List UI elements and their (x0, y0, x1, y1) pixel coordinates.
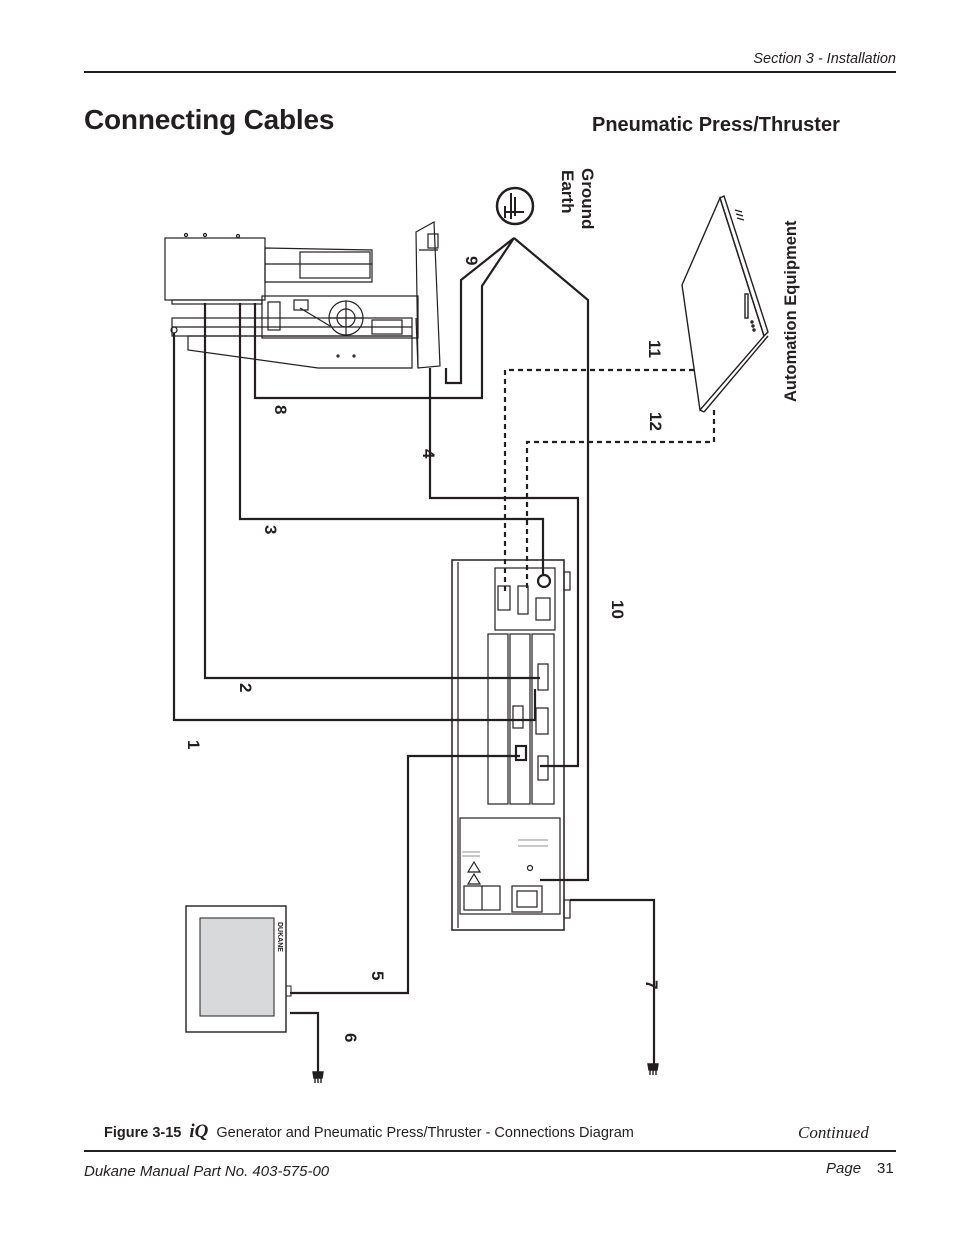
cable-label-5: 5 (368, 971, 387, 980)
plug-icon-generator (647, 1063, 659, 1075)
continued-label: Continued (798, 1123, 869, 1142)
header-rule (84, 71, 896, 73)
cable-2 (203, 303, 540, 680)
cable-label-8: 8 (271, 405, 290, 414)
plug-icon-monitor (312, 1071, 324, 1083)
earth-ground-icon (495, 186, 535, 226)
footer-page: Page 31 (826, 1160, 894, 1177)
cable-8 (253, 237, 515, 400)
footer-rule (84, 1150, 896, 1152)
cable-7 (570, 898, 656, 1064)
caption-text: Generator and Pneumatic Press/Thruster -… (216, 1125, 634, 1141)
cable-9 (444, 237, 515, 385)
diagram-subtitle: Pneumatic Press/Thruster (592, 114, 840, 136)
footer-page-number: 31 (877, 1160, 894, 1177)
cable-label-11: 11 (645, 340, 664, 358)
dashed-cables (503, 368, 716, 594)
cable-label-9: 9 (462, 256, 481, 265)
automation-equipment-label: Automation Equipment (782, 220, 800, 402)
figure-caption: Figure 3-15 iQ Generator and Pneumatic Pr… (104, 1121, 634, 1143)
pneumatic-press-drawing (164, 221, 441, 369)
generator-rear-panel (451, 559, 571, 931)
touchscreen-monitor (185, 905, 292, 1033)
footer-part-number: Dukane Manual Part No. 403-575-00 (84, 1163, 330, 1180)
footer-page-label: Page (826, 1160, 862, 1177)
cable-label-10: 10 (608, 600, 627, 619)
cable-label-3: 3 (261, 525, 280, 534)
automation-equipment-box (681, 195, 769, 413)
earth-ground-label-line1: Earth (558, 170, 577, 213)
cable-label-4: 4 (419, 449, 438, 459)
monitor-brand-label: DUKANE (276, 922, 283, 952)
cable-1 (172, 333, 537, 722)
cable-label-2: 2 (236, 683, 255, 692)
cable-label-12: 12 (646, 412, 665, 431)
cable-label-7: 7 (642, 980, 661, 989)
cable-11 (503, 368, 694, 594)
cable-label-6: 6 (341, 1033, 360, 1042)
section-label: Section 3 - Installation (753, 51, 896, 67)
cables (172, 237, 656, 1072)
cable-5 (290, 754, 520, 995)
earth-ground-label-line2: Ground (578, 168, 597, 229)
cable-6 (290, 1011, 320, 1072)
cable-3 (238, 303, 545, 575)
figure-number: Figure 3-15 (104, 1125, 182, 1141)
cable-label-1: 1 (184, 740, 203, 749)
page-title: Connecting Cables (84, 104, 335, 135)
cable-10 (513, 237, 590, 882)
product-name: iQ (189, 1121, 209, 1142)
cable-4 (428, 368, 580, 768)
cable-12 (525, 410, 716, 592)
